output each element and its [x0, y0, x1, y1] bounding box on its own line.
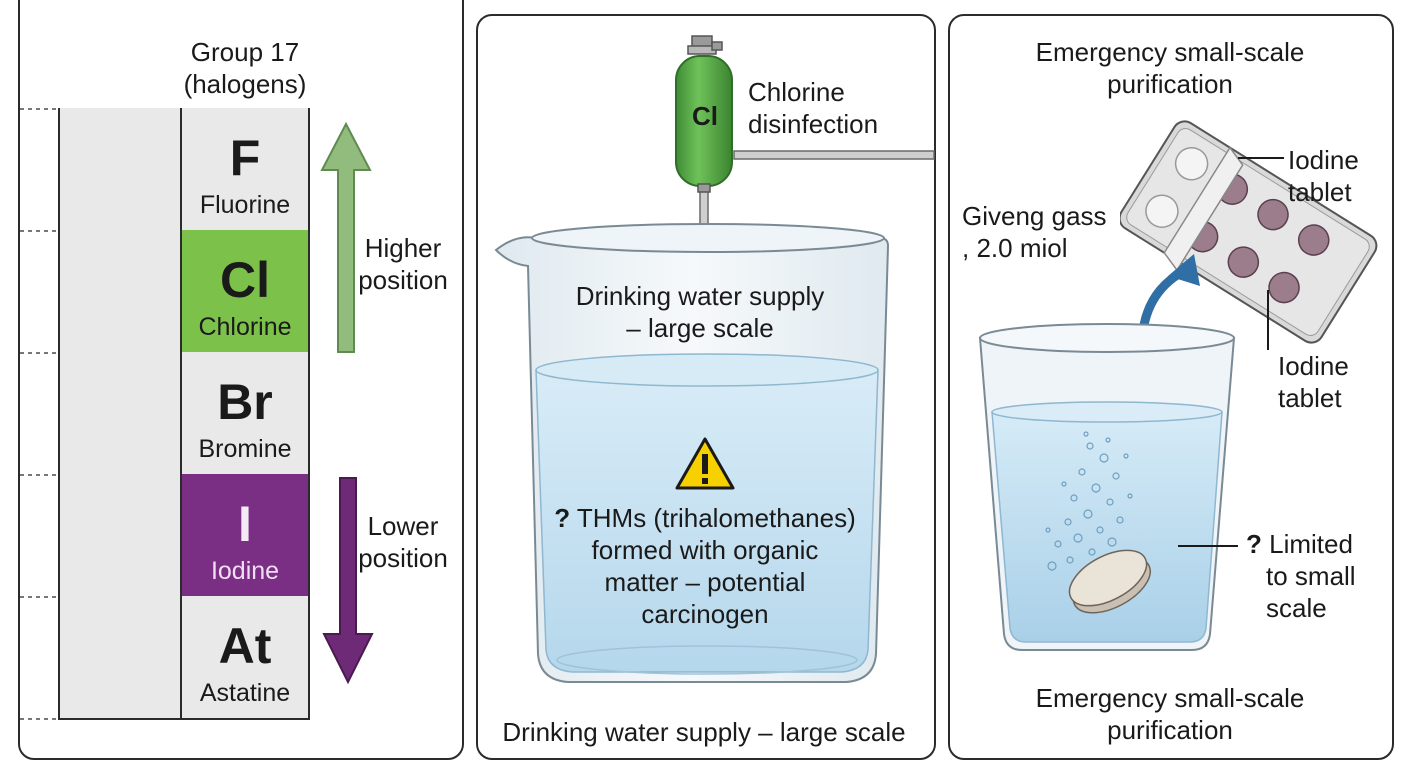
- tablet-blister-illustration: [1120, 120, 1378, 350]
- limited-line3: scale: [1266, 593, 1327, 623]
- up-arrow-icon: [320, 121, 372, 353]
- element-symbol: Br: [217, 374, 273, 430]
- tablet-top-line1: Iodine: [1288, 145, 1359, 175]
- thm-line2: formed with organic: [591, 535, 819, 565]
- element-name: Chlorine: [198, 313, 292, 341]
- right-bottom-line1: Emergency small-scale: [1035, 683, 1305, 713]
- supply-line1: Drinking water supply: [575, 281, 825, 311]
- neighbor-cell: [58, 474, 182, 598]
- element-cell-astatine: At Astatine: [180, 596, 310, 720]
- limited-text: Limited: [1261, 529, 1353, 559]
- gas-line1: Giveng gass: [962, 201, 1107, 231]
- element-name: Bromine: [198, 435, 292, 463]
- gas-line2: , 2.0 miol: [962, 233, 1068, 263]
- warning-triangle-icon: [675, 437, 735, 490]
- limited-line2: to small: [1266, 561, 1356, 591]
- tablet-top-line2: tablet: [1288, 177, 1352, 207]
- lower-position-line2: position: [358, 543, 448, 573]
- element-symbol: At: [218, 618, 272, 674]
- right-title-line2: purification: [1107, 69, 1233, 99]
- element-name: Fluorine: [199, 191, 291, 219]
- element-name: Astatine: [199, 679, 291, 707]
- higher-position-line1: Higher: [364, 233, 442, 263]
- cylinder-label: Cl: [692, 101, 718, 131]
- neighbor-cell: [58, 596, 182, 720]
- group-title-line2: (halogens): [183, 69, 307, 99]
- thm-line1: ? THMs (trihalomethanes): [520, 502, 890, 534]
- periodic-table-group: F Fluorine Cl Chlorine Br Bromine I Iodi…: [20, 108, 310, 720]
- tablet-mid-line2: tablet: [1278, 383, 1342, 413]
- row-tick-marks: [20, 108, 58, 720]
- question-mark: ?: [554, 503, 571, 533]
- neighbor-cell: [58, 352, 182, 476]
- right-title-line1: Emergency small-scale: [1035, 37, 1305, 67]
- right-bottom-line2: purification: [1107, 715, 1233, 745]
- thm-line3: matter – potential: [604, 567, 806, 597]
- question-mark: ?: [1246, 529, 1262, 559]
- element-symbol: I: [238, 496, 252, 552]
- lower-position-line1: Lower: [367, 511, 439, 541]
- chlorine-disinfection-line2: disinfection: [748, 109, 879, 139]
- middle-bottom-caption: Drinking water supply – large scale: [502, 717, 906, 747]
- thm-text: THMs (trihalomethanes): [570, 503, 856, 533]
- limited-line1: ? Limited: [1246, 528, 1386, 560]
- thm-line4: carcinogen: [641, 599, 769, 629]
- chlorine-disinfection-line1: Chlorine: [748, 77, 845, 107]
- group-title-line1: Group 17: [190, 37, 300, 67]
- glass-illustration: [978, 323, 1238, 651]
- element-cell-bromine: Br Bromine: [180, 352, 310, 476]
- element-cell-fluorine: F Fluorine: [180, 108, 310, 232]
- supply-line2: – large scale: [626, 313, 774, 343]
- down-arrow-icon: [322, 477, 374, 685]
- element-cell-chlorine: Cl Chlorine: [180, 230, 310, 354]
- higher-position-line2: position: [358, 265, 448, 295]
- neighbor-cell: [58, 108, 182, 232]
- element-symbol: F: [229, 130, 261, 186]
- element-name: Iodine: [210, 557, 280, 585]
- tablet-mid-line1: Iodine: [1278, 351, 1349, 381]
- element-symbol: Cl: [220, 252, 270, 308]
- neighbor-cell: [58, 230, 182, 354]
- element-cell-iodine: I Iodine: [180, 474, 310, 598]
